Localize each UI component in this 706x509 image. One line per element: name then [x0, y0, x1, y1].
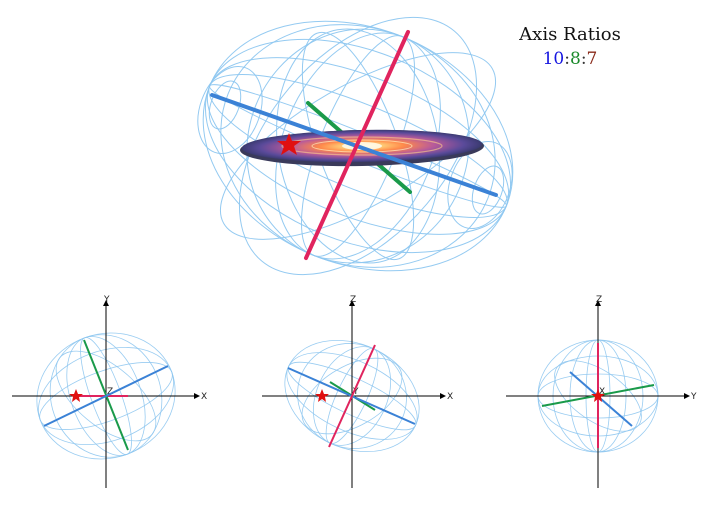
- vertical-axis-label: Z: [596, 295, 602, 305]
- horizontal-axis-arrow: [440, 393, 446, 399]
- legend-title: Axis Ratios: [518, 24, 621, 45]
- ratio-middle: 8: [570, 49, 581, 69]
- minor-axis: [328, 344, 376, 448]
- ratio-separator: :: [564, 49, 570, 69]
- major-axis: [43, 365, 169, 427]
- vertical-axis-arrow: [349, 300, 355, 306]
- main-ellipsoid-view: [197, 16, 514, 276]
- projection-xz: X Z Y: [262, 295, 453, 488]
- center-axis-label: Z: [107, 387, 113, 397]
- projection-yz: Y Z X: [506, 295, 697, 488]
- ratio-separator: :: [581, 49, 587, 69]
- vertical-axis-label: Z: [350, 295, 356, 305]
- main-major-axis: [210, 93, 498, 197]
- vertical-axis-label: Y: [103, 295, 110, 305]
- center-axis-label: X: [599, 387, 605, 397]
- axis-ratios-legend: Axis Ratios 10:8:7: [518, 24, 621, 69]
- sun-position-star: [591, 389, 605, 402]
- horizontal-axis-label: X: [201, 392, 207, 402]
- ratio-major: 10: [543, 49, 565, 69]
- main-minor-axis: [304, 30, 410, 260]
- horizontal-axis-label: Y: [690, 392, 697, 402]
- sun-position-star: [277, 133, 301, 155]
- horizontal-axis-arrow: [194, 393, 200, 399]
- sun-position-star: [315, 389, 329, 402]
- sun-position-star: [69, 389, 83, 402]
- vertical-axis-arrow: [595, 300, 601, 306]
- horizontal-axis-arrow: [684, 393, 690, 399]
- center-axis-label: Y: [352, 387, 359, 397]
- vertical-axis-arrow: [103, 300, 109, 306]
- ratio-minor: 7: [587, 49, 598, 69]
- projection-xy: X Y Z: [12, 295, 207, 488]
- horizontal-axis-label: X: [447, 392, 453, 402]
- legend-ratios: 10:8:7: [543, 49, 598, 69]
- projection-xy-wireframe: [36, 332, 176, 460]
